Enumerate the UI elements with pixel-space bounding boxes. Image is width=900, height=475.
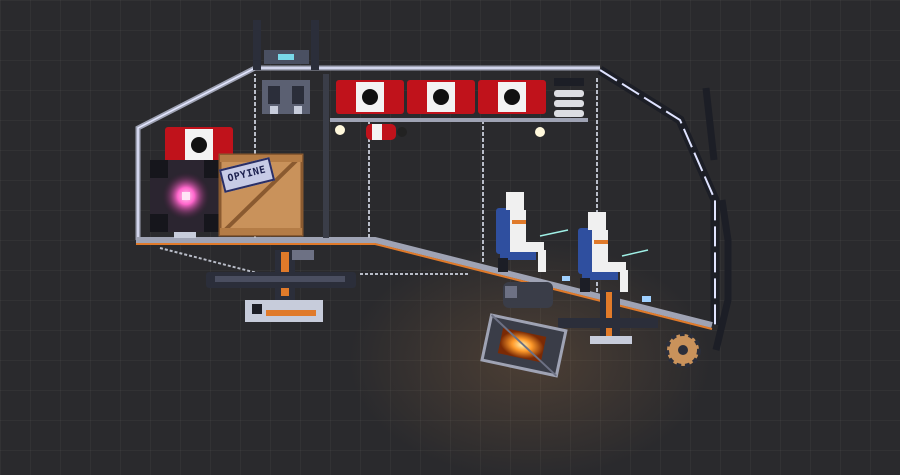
thruster-box [480, 313, 568, 378]
left-red-tank [165, 127, 233, 163]
indicator-light [642, 296, 651, 302]
white-figure-1 [506, 192, 569, 272]
white-figure-2 [588, 212, 649, 292]
reactor-cube [150, 160, 222, 238]
red-tank-row [330, 78, 588, 140]
hull-frame [135, 65, 732, 351]
passenger-seat-1 [496, 208, 536, 272]
left-landing-gear [206, 250, 356, 322]
passenger-seat-2 [578, 228, 618, 292]
right-landing-gear [503, 282, 658, 344]
cog-wheel [665, 332, 701, 368]
indicator-light [562, 276, 570, 281]
claw-mechanism [253, 20, 319, 114]
